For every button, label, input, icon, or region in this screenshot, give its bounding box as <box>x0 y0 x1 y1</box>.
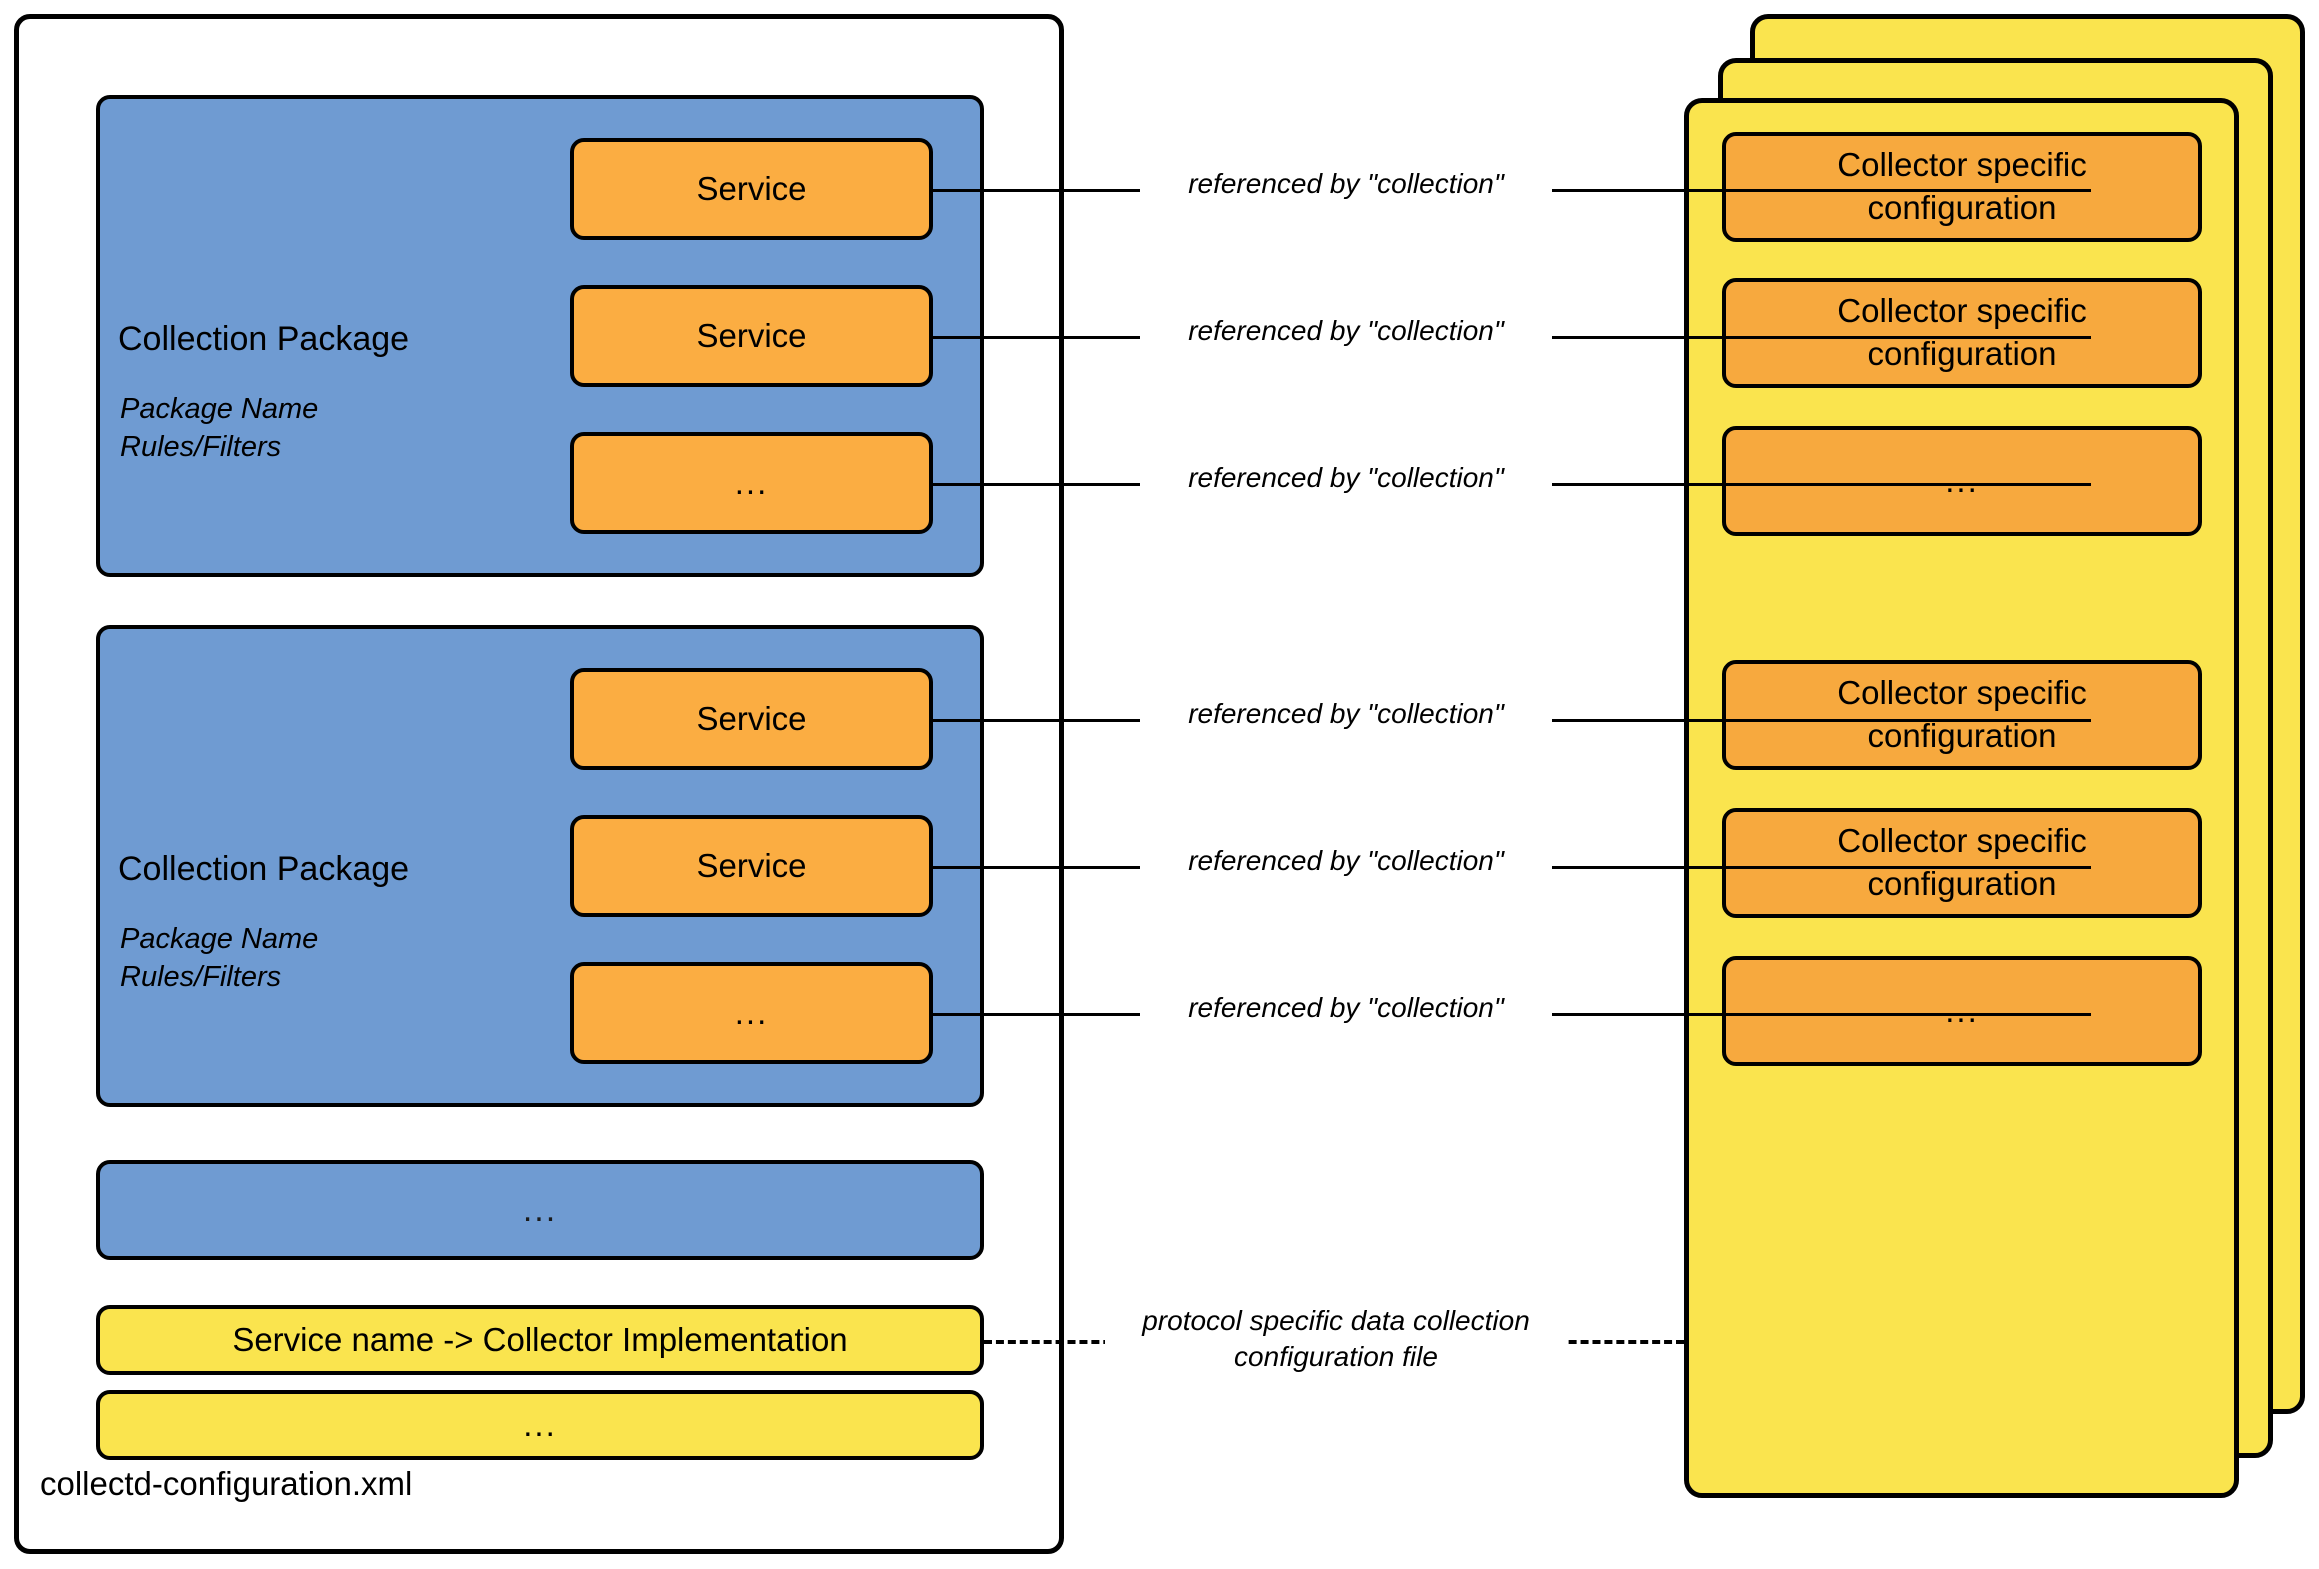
collection-package-2-details: Package Name Rules/Filters <box>120 920 318 997</box>
collectd-configuration-label: collectd-configuration.xml <box>40 1465 413 1502</box>
service-label: Service <box>696 317 807 354</box>
service-box: Service <box>570 668 933 770</box>
collector-config-line-1: Collector specific <box>1837 146 2087 184</box>
collector-config-line-2: configuration <box>1867 335 2057 372</box>
collection-package-2-title: Collection Package <box>118 850 410 888</box>
connector-label: referenced by "collection" <box>1140 698 1552 730</box>
service-label: ... <box>734 464 769 501</box>
collection-package-1-detail-line-2: Rules/Filters <box>120 431 282 464</box>
service-collector-mapping-box: Service name -> Collector Implementation <box>96 1305 984 1375</box>
collector-config-line-1: Collector specific <box>1837 292 2087 330</box>
dashed-connector-label-line-2: configuration file <box>1234 1340 1438 1372</box>
collection-package-ellipsis: ... <box>96 1160 984 1260</box>
connector-label: referenced by "collection" <box>1140 462 1552 494</box>
connector-label: referenced by "collection" <box>1140 845 1552 877</box>
collector-config-line-1: Collector specific <box>1837 674 2087 712</box>
service-box-ellipsis: ... <box>570 962 933 1064</box>
collection-package-2-detail-line-1: Package Name <box>120 923 319 955</box>
service-label: Service <box>696 700 807 737</box>
connector-label: referenced by "collection" <box>1140 315 1552 347</box>
collector-config-line-2: configuration <box>1867 717 2057 754</box>
dashed-connector-label: protocol specific data collection config… <box>1105 1303 1567 1375</box>
collector-config-box: Collector specific configuration <box>1722 808 2202 918</box>
service-box: Service <box>570 815 933 917</box>
service-label: Service <box>696 847 807 884</box>
collector-config-box: Collector specific configuration <box>1722 278 2202 388</box>
service-collector-mapping-label: ... <box>523 1406 557 1443</box>
service-box: Service <box>570 285 933 387</box>
collector-config-box-ellipsis: ... <box>1722 956 2202 1066</box>
service-collector-mapping-box-ellipsis: ... <box>96 1390 984 1460</box>
collector-config-box: Collector specific configuration <box>1722 660 2202 770</box>
collector-config-box: Collector specific configuration <box>1722 132 2202 242</box>
dashed-connector-label-line-1: protocol specific data collection <box>1142 1305 1530 1336</box>
collection-package-1-title: Collection Package <box>118 320 410 358</box>
collector-config-line-1: Collector specific <box>1837 822 2087 860</box>
collection-package-2-detail-line-2: Rules/Filters <box>120 961 282 994</box>
connector-label: referenced by "collection" <box>1140 168 1552 200</box>
collector-config-line-1: ... <box>1945 461 1979 499</box>
connector-label: referenced by "collection" <box>1140 992 1552 1024</box>
collector-config-box-ellipsis: ... <box>1722 426 2202 536</box>
service-label: Service <box>696 170 807 207</box>
collection-package-1-details: Package Name Rules/Filters <box>120 390 318 467</box>
collection-package-1-detail-line-1: Package Name <box>120 393 319 425</box>
collector-config-line-2: configuration <box>1867 865 2057 902</box>
service-box-ellipsis: ... <box>570 432 933 534</box>
service-box: Service <box>570 138 933 240</box>
service-collector-mapping-label: Service name -> Collector Implementation <box>232 1321 848 1358</box>
service-label: ... <box>734 994 769 1031</box>
collector-config-line-1: ... <box>1945 991 1979 1029</box>
collection-package-ellipsis-label: ... <box>522 1190 558 1229</box>
collector-config-line-2: configuration <box>1867 189 2057 226</box>
